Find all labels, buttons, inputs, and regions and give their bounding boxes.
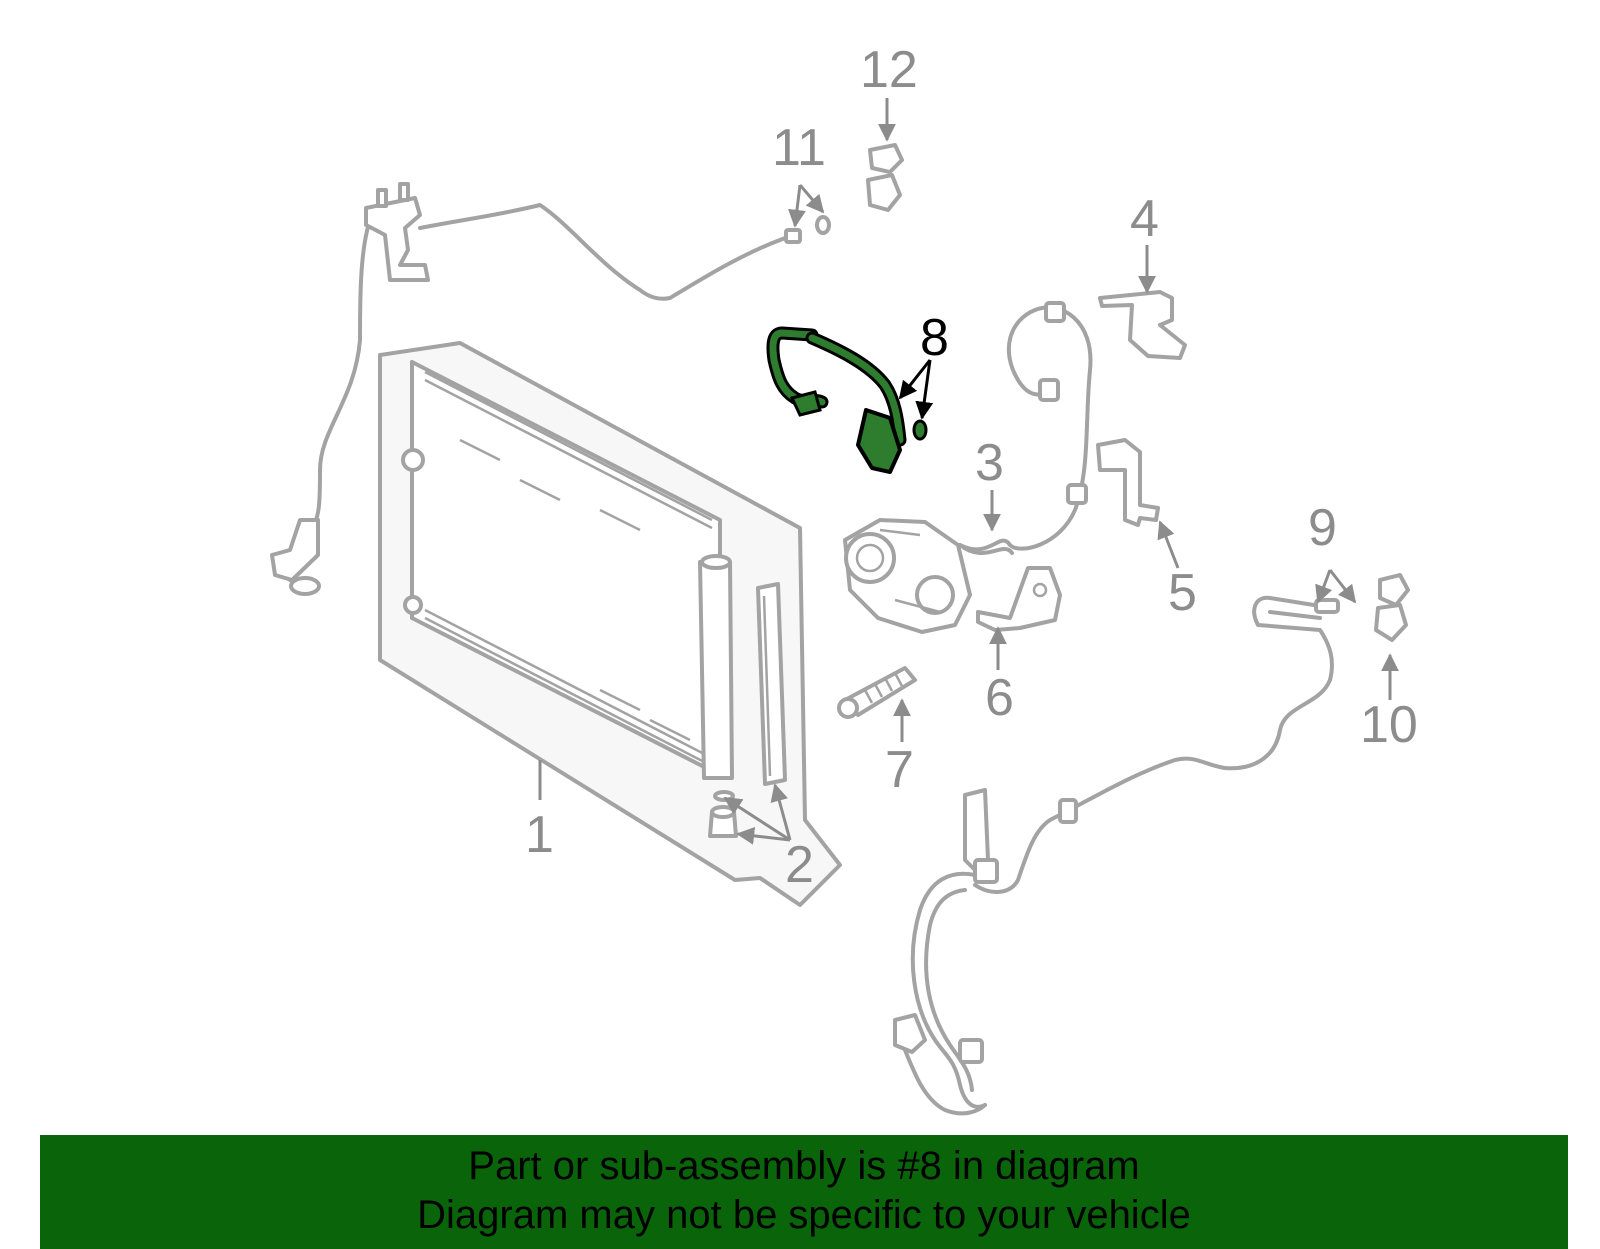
highlighted-hose-part-8[interactable]: [766, 326, 928, 474]
bracket-part-6[interactable]: [976, 566, 1062, 632]
callout-1: 1: [525, 806, 554, 864]
callout-5: 5: [1168, 564, 1197, 622]
clip-part-12[interactable]: [866, 143, 904, 212]
callout-8: 8: [920, 309, 949, 367]
clip-part-10[interactable]: [1374, 573, 1410, 642]
condenser-part[interactable]: [378, 341, 842, 907]
callout-2: 2: [785, 836, 814, 894]
liquid-line-part[interactable]: [973, 595, 1340, 894]
banner-disclaimer: Diagram may not be specific to your vehi…: [417, 1193, 1191, 1237]
callout-4: 4: [1130, 190, 1159, 248]
upper-line-part[interactable]: [270, 182, 831, 596]
banner-part-note: Part or sub-assembly is #8 in diagram: [468, 1144, 1140, 1188]
leader-lines: [538, 98, 1399, 845]
suction-hose-part[interactable]: [893, 788, 999, 1116]
bracket-part-4[interactable]: [1098, 290, 1187, 360]
receiver-drier-part[interactable]: [708, 582, 787, 838]
callout-9: 9: [1308, 499, 1337, 557]
callout-7: 7: [885, 741, 914, 799]
info-banner: Part or sub-assembly is #8 in diagram Di…: [40, 1135, 1568, 1249]
compressor-part[interactable]: [843, 518, 972, 634]
callout-labels: 1 2 3 4 5 6 7 8 9 10 11 12: [525, 41, 1418, 894]
valve-part-7[interactable]: [837, 666, 917, 719]
callout-10: 10: [1360, 696, 1418, 754]
callout-3: 3: [975, 434, 1004, 492]
callout-6: 6: [985, 669, 1014, 727]
callout-12: 12: [860, 41, 918, 99]
discharge-hose-part[interactable]: [958, 301, 1093, 556]
callout-11: 11: [772, 119, 826, 177]
bracket-part-5[interactable]: [1096, 438, 1160, 527]
